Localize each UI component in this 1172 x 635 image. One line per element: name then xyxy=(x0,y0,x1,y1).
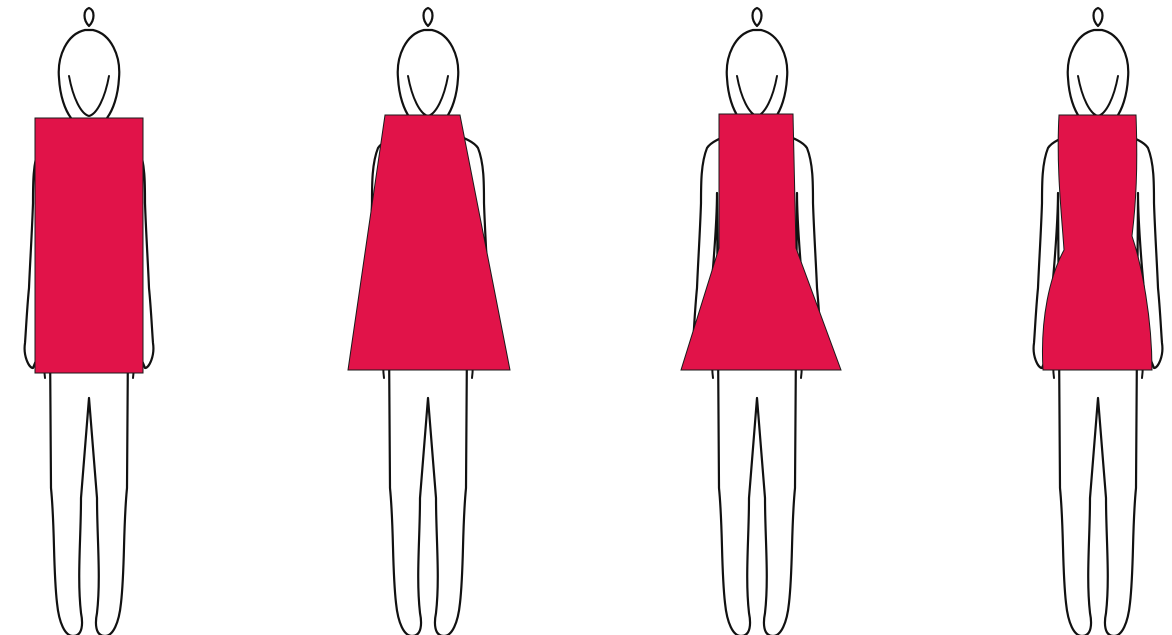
figure-rectangle xyxy=(25,8,154,635)
rectangle-dress xyxy=(35,118,143,373)
figure-hourglass xyxy=(1034,8,1163,635)
figure-a-line xyxy=(681,8,841,635)
figure-trapeze xyxy=(348,8,510,635)
